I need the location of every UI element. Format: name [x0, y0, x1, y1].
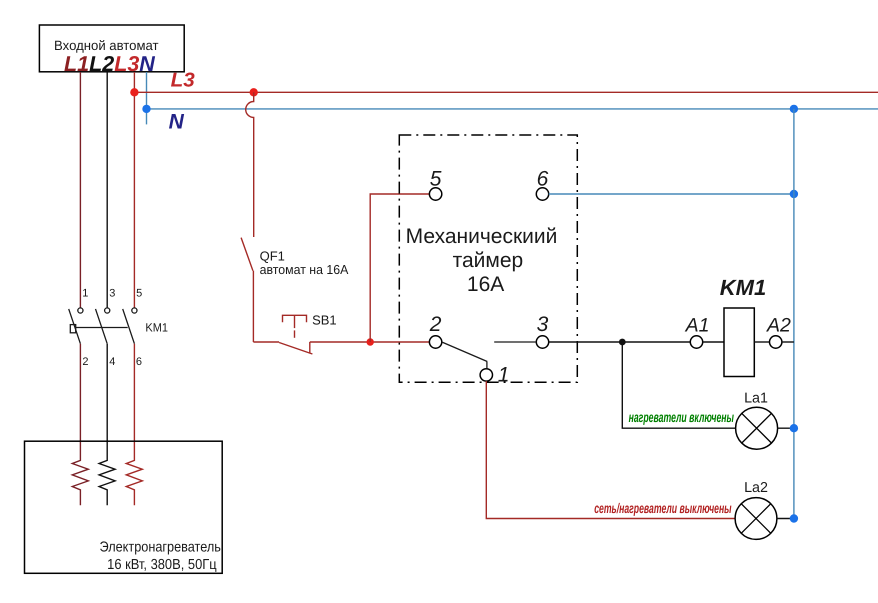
- svg-text:A2: A2: [766, 315, 791, 337]
- svg-text:4: 4: [109, 356, 115, 368]
- svg-text:La1: La1: [744, 391, 768, 407]
- svg-text:1: 1: [498, 364, 510, 387]
- svg-text:A1: A1: [685, 315, 710, 337]
- svg-text:N: N: [169, 110, 185, 133]
- svg-text:L1L2L3N: L1L2L3N: [64, 52, 155, 76]
- svg-text:Входной автомат: Входной автомат: [54, 38, 159, 53]
- svg-text:сеть/нагреватели выключены: сеть/нагреватели выключены: [594, 500, 731, 516]
- svg-text:KM1: KM1: [145, 320, 168, 334]
- svg-text:16А: 16А: [467, 273, 504, 296]
- svg-text:2: 2: [429, 313, 442, 336]
- svg-text:L3: L3: [171, 70, 195, 92]
- svg-text:таймер: таймер: [453, 249, 524, 272]
- svg-text:SB1: SB1: [312, 313, 337, 328]
- svg-text:6: 6: [537, 168, 549, 191]
- svg-text:3: 3: [537, 313, 549, 336]
- svg-text:3: 3: [109, 287, 115, 299]
- svg-text:5: 5: [430, 168, 442, 191]
- svg-text:нагреватели включены: нагреватели включены: [629, 409, 734, 425]
- svg-text:1: 1: [82, 287, 88, 299]
- svg-text:16 кВт, 380В, 50Гц: 16 кВт, 380В, 50Гц: [107, 557, 217, 573]
- svg-text:QF1: QF1: [260, 249, 285, 264]
- svg-text:2: 2: [82, 356, 88, 368]
- svg-text:Электронагреватель: Электронагреватель: [100, 539, 221, 555]
- svg-text:La2: La2: [744, 480, 768, 496]
- svg-text:автомат на 16А: автомат на 16А: [260, 262, 349, 277]
- svg-text:5: 5: [136, 287, 142, 299]
- svg-text:Механическиий: Механическиий: [406, 225, 558, 248]
- svg-text:KM1: KM1: [720, 275, 766, 300]
- svg-text:6: 6: [136, 356, 142, 368]
